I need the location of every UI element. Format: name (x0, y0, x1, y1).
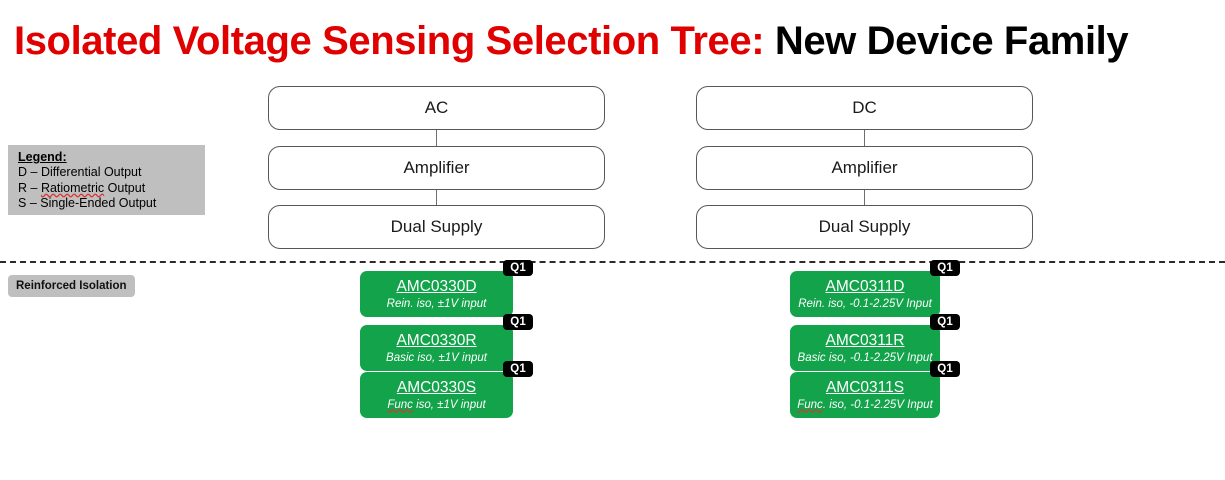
device-card-amc0330r-sub-prefix: Basic (386, 351, 415, 364)
legend-item-s-key: S (18, 196, 27, 210)
device-card-amc0311r-subtitle: Basic iso, -0.1-2.25V Input (798, 351, 933, 365)
flow-box-ac-source-label: AC (424, 98, 449, 117)
connector-ac-2 (436, 190, 438, 205)
device-card-amc0330r-subtitle: Basic iso, ±1V input (386, 351, 487, 365)
page-title: Isolated Voltage Sensing Selection Tree:… (14, 17, 1129, 65)
device-card-amc0330d-sub-rest: . iso, ±1V input (410, 297, 487, 310)
quarter-badge-q1: Q1 (930, 314, 960, 330)
device-card-amc0330s-sub-rest: iso, ±1V input (412, 398, 486, 411)
flow-box-ac-supply-label: Dual Supply (390, 217, 483, 236)
device-card-amc0311d[interactable]: AMC0311D Rein. iso, -0.1-2.25V Input Q1 (790, 260, 960, 317)
device-card-amc0330d-sub-prefix: Rein (386, 297, 411, 310)
device-card-amc0330d-name: AMC0330D (396, 277, 477, 295)
legend-item-r-dash: – (30, 180, 38, 195)
legend-item-s-dash: – (29, 196, 37, 210)
reinforced-isolation-tag: Reinforced Isolation (8, 275, 135, 297)
device-card-amc0330r[interactable]: AMC0330R Basic iso, ±1V input Q1 (360, 314, 533, 371)
device-card-amc0311s-subtitle: Func. iso, -0.1-2.25V Input (797, 398, 933, 412)
legend-item-d-term: Differential (40, 165, 101, 179)
legend-item-d-key: D (18, 165, 28, 179)
quarter-badge-q1: Q1 (503, 260, 533, 276)
flow-box-ac-amplifier-label: Amplifier (403, 158, 470, 177)
quarter-badge-q1: Q1 (930, 361, 960, 377)
page-title-highlight: Isolated Voltage Sensing Selection Tree: (14, 19, 765, 63)
device-card-amc0330s-sub-prefix: Func (387, 398, 413, 411)
device-card-amc0311d-name: AMC0311D (825, 277, 905, 295)
legend-box: Legend: D – Differential Output R – Rati… (8, 145, 205, 215)
legend-item-s: S – Single-Ended Output (18, 196, 205, 212)
device-card-amc0311r[interactable]: AMC0311R Basic iso, -0.1-2.25V Input Q1 (790, 314, 960, 371)
legend-item-d-dash: – (30, 165, 38, 179)
flow-box-dc-source-label: DC (852, 98, 877, 117)
legend-item-d-suffix: Output (100, 165, 142, 179)
flow-box-ac-amplifier[interactable]: Amplifier (268, 146, 605, 190)
device-card-amc0311s-sub-prefix: Func (797, 398, 823, 411)
legend-item-r-suffix: Output (104, 180, 146, 195)
device-card-amc0330s[interactable]: AMC0330S Func iso, ±1V input Q1 (360, 361, 533, 418)
flow-box-ac-supply[interactable]: Dual Supply (268, 205, 605, 249)
reinforced-isolation-tag-label: Reinforced Isolation (16, 280, 127, 292)
flow-box-dc-amplifier[interactable]: Amplifier (696, 146, 1033, 190)
flow-box-ac-source[interactable]: AC (268, 86, 605, 130)
legend-item-r-term: Ratiometric (40, 180, 105, 195)
device-card-amc0311s[interactable]: AMC0311S Func. iso, -0.1-2.25V Input Q1 (790, 361, 960, 418)
device-card-amc0330s-subtitle: Func iso, ±1V input (387, 398, 485, 412)
device-card-amc0311d-sub-rest: . iso, -0.1-2.25V Input (821, 297, 932, 310)
device-card-amc0311r-sub-prefix: Basic (797, 351, 826, 364)
device-card-amc0311d-sub-prefix: Rein (798, 297, 822, 310)
device-card-amc0311s-sub-rest: . iso, -0.1-2.25V Input (822, 398, 933, 411)
quarter-badge-q1: Q1 (930, 260, 960, 276)
legend-item-r-key: R (18, 180, 28, 195)
flow-box-dc-source[interactable]: DC (696, 86, 1033, 130)
flow-box-dc-supply-label: Dual Supply (818, 217, 911, 236)
connector-dc-2 (864, 190, 866, 205)
device-card-amc0330s-name: AMC0330S (396, 378, 477, 396)
quarter-badge-q1: Q1 (503, 314, 533, 330)
device-card-amc0311d-subtitle: Rein. iso, -0.1-2.25V Input (798, 297, 932, 311)
device-card-amc0330r-name: AMC0330R (396, 331, 477, 349)
legend-item-d: D – Differential Output (18, 165, 205, 181)
connector-ac-1 (436, 130, 438, 146)
quarter-badge-q1: Q1 (503, 361, 533, 377)
connector-dc-1 (864, 130, 866, 146)
device-card-amc0311r-sub-rest: iso, -0.1-2.25V Input (825, 351, 933, 364)
device-card-amc0330d-subtitle: Rein. iso, ±1V input (387, 297, 487, 311)
flow-box-dc-supply[interactable]: Dual Supply (696, 205, 1033, 249)
flow-box-dc-amplifier-label: Amplifier (831, 158, 898, 177)
legend-item-s-suffix: Output (115, 196, 157, 210)
device-card-amc0311r-name: AMC0311R (825, 331, 905, 349)
legend-item-r: R – Ratiometric Output (18, 181, 205, 197)
device-card-amc0311s-name: AMC0311S (825, 378, 905, 396)
device-card-amc0330d[interactable]: AMC0330D Rein. iso, ±1V input Q1 (360, 260, 533, 317)
isolation-divider-line (0, 261, 1225, 263)
page-title-rest: New Device Family (764, 19, 1129, 63)
legend-item-s-term: Single-Ended (40, 196, 116, 210)
legend-heading: Legend: (18, 150, 67, 164)
device-card-amc0330r-sub-rest: iso, ±1V input (414, 351, 487, 364)
